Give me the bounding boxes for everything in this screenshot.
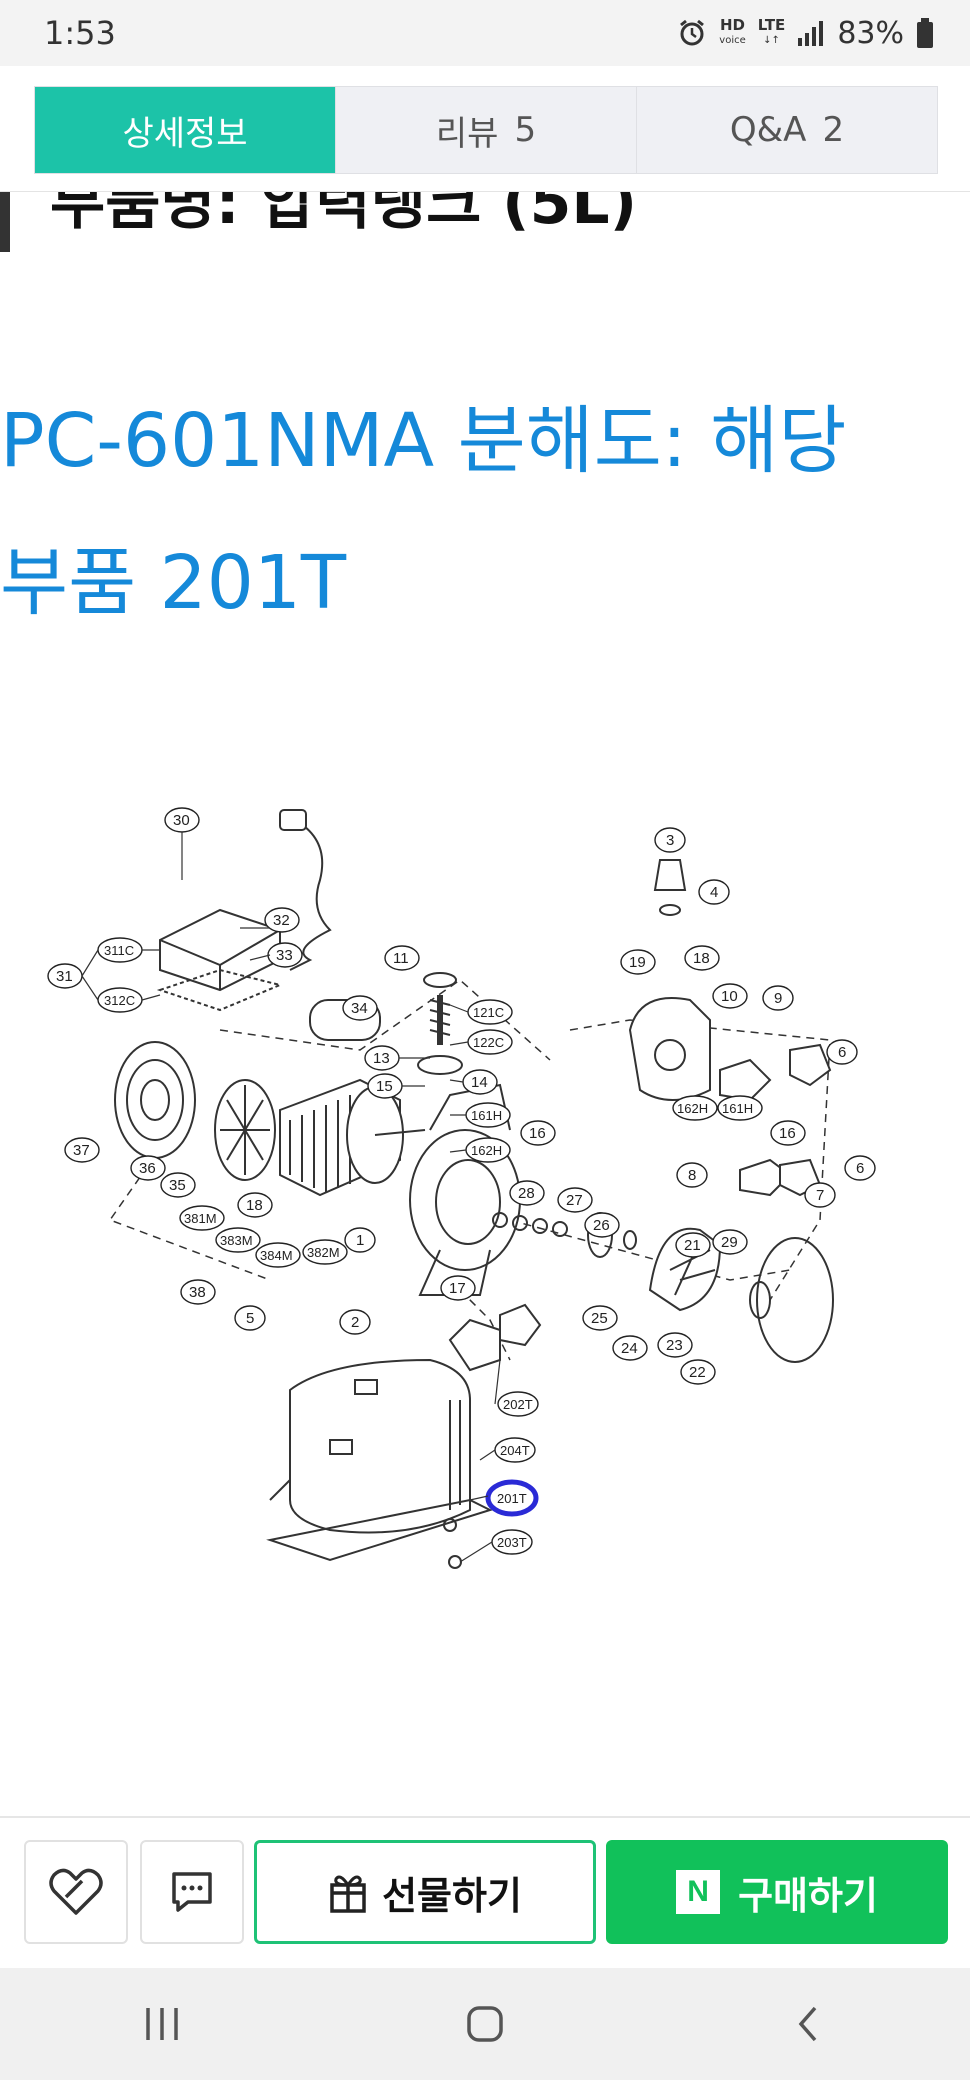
naver-pay-icon: N: [676, 1870, 721, 1914]
part-label-121C: 121C: [473, 1005, 504, 1020]
chat-icon: [172, 1872, 212, 1912]
part-label-27: 27: [566, 1192, 583, 1209]
part-label-5: 5: [246, 1310, 254, 1327]
lte-indicator: LTE↓↑: [757, 16, 786, 47]
part-label-17: 17: [449, 1280, 466, 1297]
part-label-25: 25: [591, 1310, 608, 1327]
part-label-36: 36: [139, 1160, 156, 1177]
part-label-30: 30: [173, 812, 190, 829]
highlight-circle: [485, 1479, 539, 1517]
heading-marker: [0, 192, 10, 252]
tab-reviews[interactable]: 리뷰 5: [336, 87, 637, 173]
part-label-16: 16: [529, 1125, 546, 1142]
part-label-28: 28: [518, 1185, 535, 1202]
part-label-9: 9: [774, 990, 782, 1007]
tab-details[interactable]: 상세정보: [35, 87, 336, 173]
part-label-21: 21: [684, 1237, 701, 1254]
alarm-icon: [680, 19, 705, 46]
tabs: 상세정보 리뷰 5 Q&A 2: [34, 86, 938, 174]
exploded-diagram: 30 32 33 311C 312C 31 34 11 121C 122C 13…: [47, 807, 876, 1569]
part-label-161H-b: 161H: [722, 1101, 753, 1116]
part-label-32: 32: [273, 912, 290, 929]
part-label-26: 26: [593, 1217, 610, 1234]
part-heading-line2: 부품 201T: [0, 540, 347, 626]
buy-button[interactable]: N 구매하기: [606, 1840, 948, 1944]
part-label-35: 35: [169, 1177, 186, 1194]
buy-label: 구매하기: [738, 1873, 878, 1918]
part-label-202T: 202T: [503, 1397, 533, 1412]
clipped-heading: 부품명: 압력탱크 (5L): [50, 192, 637, 238]
part-label-383M: 383M: [220, 1233, 253, 1248]
qna-count: 2: [822, 110, 845, 150]
part-label-11: 11: [393, 950, 409, 967]
gift-label: 선물하기: [382, 1873, 522, 1918]
part-label-37: 37: [73, 1142, 90, 1159]
part-label-23: 23: [666, 1337, 683, 1354]
part-label-162H: 162H: [471, 1143, 502, 1158]
part-label-1: 1: [356, 1232, 364, 1249]
recent-apps-icon: [145, 2008, 178, 2040]
part-label-162H-b: 162H: [677, 1101, 708, 1116]
battery-icon: [917, 18, 933, 48]
part-label-3: 3: [666, 832, 674, 849]
status-time: 1:53: [44, 14, 116, 52]
recent-apps-button[interactable]: [102, 1984, 222, 2064]
part-label-19: 19: [629, 954, 646, 971]
review-count: 5: [514, 110, 537, 150]
part-label-29: 29: [721, 1234, 738, 1251]
action-bar: 선물하기 N 구매하기: [0, 1816, 970, 1968]
part-label-161H: 161H: [471, 1108, 502, 1123]
part-label-381M: 381M: [184, 1211, 217, 1226]
part-label-38: 38: [189, 1284, 206, 1301]
part-label-10: 10: [721, 988, 738, 1005]
back-icon: [798, 2006, 817, 2042]
part-label-13: 13: [373, 1050, 390, 1067]
navigation-bar: [0, 1968, 970, 2080]
gift-button[interactable]: 선물하기: [254, 1840, 596, 1944]
part-label-203T: 203T: [497, 1535, 527, 1550]
part-label-15: 15: [376, 1078, 393, 1095]
part-label-24: 24: [621, 1340, 638, 1357]
part-label-204T: 204T: [500, 1443, 530, 1458]
wishlist-button[interactable]: [24, 1840, 128, 1944]
gift-icon: [330, 1875, 366, 1913]
home-button[interactable]: [425, 1984, 545, 2064]
part-label-34: 34: [351, 1000, 368, 1017]
part-label-122C: 122C: [473, 1035, 504, 1050]
part-label-22: 22: [689, 1364, 706, 1381]
part-label-312C: 312C: [104, 993, 135, 1008]
part-label-31: 31: [56, 968, 73, 985]
chat-button[interactable]: [140, 1840, 244, 1944]
part-label-18: 18: [246, 1197, 263, 1214]
tab-qna[interactable]: Q&A 2: [729, 110, 845, 150]
part-heading-line1: PC-601NMA 분해도: 해당: [0, 398, 847, 484]
back-button[interactable]: [748, 1984, 868, 2064]
part-label-6: 6: [838, 1044, 846, 1061]
heart-link-icon: [49, 1868, 103, 1915]
part-label-311C: 311C: [104, 943, 134, 958]
part-label-8: 8: [688, 1167, 696, 1184]
part-label-384M: 384M: [260, 1248, 293, 1263]
part-label-382M: 382M: [307, 1245, 340, 1260]
part-label-201T: 201T: [497, 1491, 527, 1506]
part-label-33: 33: [276, 947, 293, 964]
home-icon: [467, 2006, 503, 2042]
clipped-section: 부품명: 압력탱크 (5L): [0, 192, 970, 252]
part-label-16b: 16: [779, 1125, 796, 1142]
part-label-4: 4: [710, 884, 718, 901]
part-label-2: 2: [351, 1314, 359, 1331]
part-label-14: 14: [471, 1074, 488, 1091]
tab-bar: 상세정보 리뷰 5 Q&A 2: [0, 66, 970, 192]
signal-icon: [798, 21, 824, 46]
part-heading: PC-601NMA 분해도: 해당 부품 201T: [0, 370, 970, 654]
part-label-6b: 6: [856, 1160, 864, 1177]
part-label-18b: 18: [693, 950, 710, 967]
part-label-7: 7: [816, 1187, 824, 1204]
battery-percent: 83%: [837, 15, 904, 51]
